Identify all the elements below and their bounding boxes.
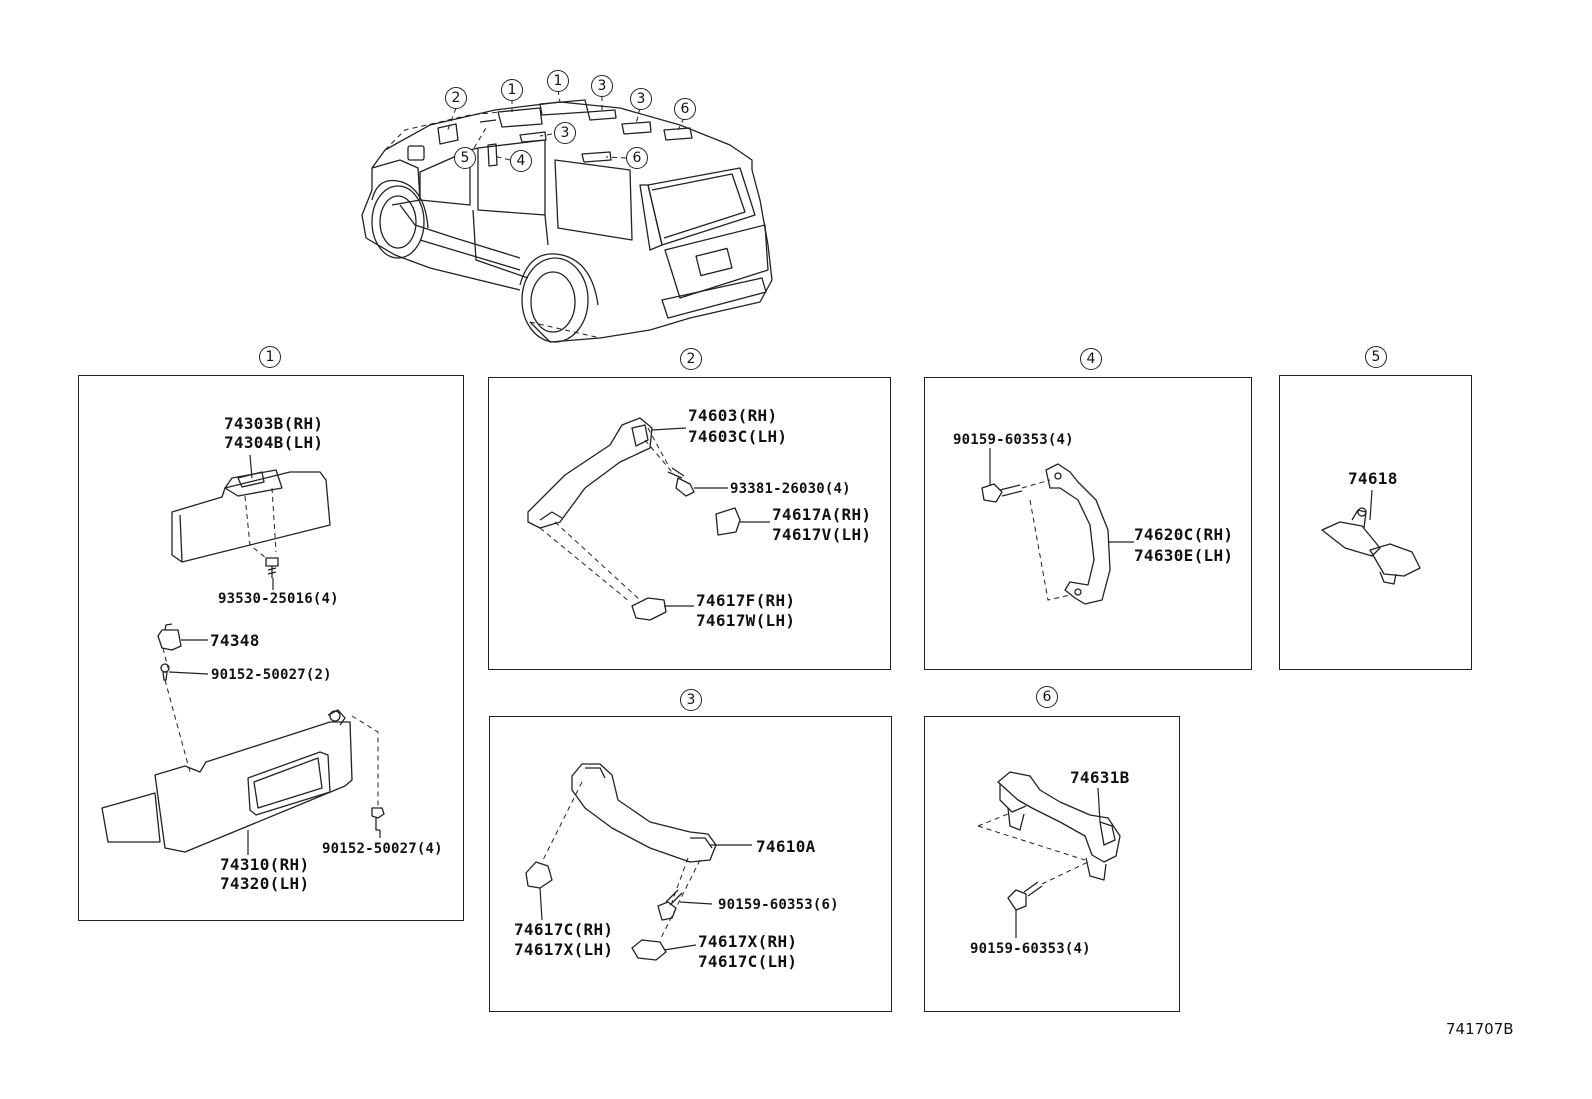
label-93530-25016: 93530-25016(4) bbox=[218, 591, 339, 607]
section-4-panel bbox=[924, 377, 1252, 670]
label-74618: 74618 bbox=[1348, 469, 1398, 488]
label-74620C-RH: 74620C(RH) bbox=[1134, 525, 1234, 544]
label-74617V-LH: 74617V(LH) bbox=[772, 525, 872, 544]
section-3-panel bbox=[489, 716, 892, 1012]
label-74617F-RH: 74617F(RH) bbox=[696, 591, 796, 610]
section-5-number: 5 bbox=[1365, 346, 1387, 368]
label-74310-RH: 74310(RH) bbox=[220, 855, 310, 874]
label-90159-60353-4a: 90159-60353(4) bbox=[953, 432, 1074, 448]
overview-callout-6a: 6 bbox=[674, 98, 696, 120]
section-4-number: 4 bbox=[1080, 348, 1102, 370]
overview-callout-2: 2 bbox=[445, 87, 467, 109]
overview-callout-3c: 3 bbox=[554, 122, 576, 144]
overview-callout-1b: 1 bbox=[547, 70, 569, 92]
label-74630E-LH: 74630E(LH) bbox=[1134, 546, 1234, 565]
label-90152-50027-4: 90152-50027(4) bbox=[322, 841, 443, 857]
overview-callout-5: 5 bbox=[454, 147, 476, 169]
section-1-number: 1 bbox=[259, 346, 281, 368]
label-74603-RH: 74603(RH) bbox=[688, 406, 778, 425]
section-1-panel bbox=[78, 375, 464, 921]
label-74348: 74348 bbox=[210, 631, 260, 650]
label-74631B: 74631B bbox=[1070, 768, 1130, 787]
label-90152-50027-2: 90152-50027(2) bbox=[211, 667, 332, 683]
overview-callout-6b: 6 bbox=[626, 147, 648, 169]
overview-callout-4: 4 bbox=[510, 150, 532, 172]
label-90159-60353-6: 90159-60353(6) bbox=[718, 897, 839, 913]
label-74617A-RH: 74617A(RH) bbox=[772, 505, 872, 524]
section-6-number: 6 bbox=[1036, 686, 1058, 708]
overview-callout-3a: 3 bbox=[591, 75, 613, 97]
illustration-reference-code: 741707B bbox=[1446, 1020, 1514, 1038]
label-74617C-RH: 74617C(RH) bbox=[514, 920, 614, 939]
label-90159-60353-4b: 90159-60353(4) bbox=[970, 941, 1091, 957]
label-74303B-RH: 74303B(RH) bbox=[224, 414, 324, 433]
label-74610A: 74610A bbox=[756, 837, 816, 856]
label-74617W-LH: 74617W(LH) bbox=[696, 611, 796, 630]
label-93381-26030: 93381-26030(4) bbox=[730, 481, 851, 497]
label-74617X-RH: 74617X(RH) bbox=[698, 932, 798, 951]
section-2-number: 2 bbox=[680, 348, 702, 370]
label-74304B-LH: 74304B(LH) bbox=[224, 433, 324, 452]
label-74617C-LH: 74617C(LH) bbox=[698, 952, 798, 971]
section-3-number: 3 bbox=[680, 689, 702, 711]
section-6-panel bbox=[924, 716, 1180, 1012]
label-74320-LH: 74320(LH) bbox=[220, 874, 310, 893]
overview-callout-1a: 1 bbox=[501, 79, 523, 101]
label-74617X-LH: 74617X(LH) bbox=[514, 940, 614, 959]
label-74603C-LH: 74603C(LH) bbox=[688, 427, 788, 446]
section-5-panel bbox=[1279, 375, 1472, 670]
overview-callout-3b: 3 bbox=[630, 88, 652, 110]
